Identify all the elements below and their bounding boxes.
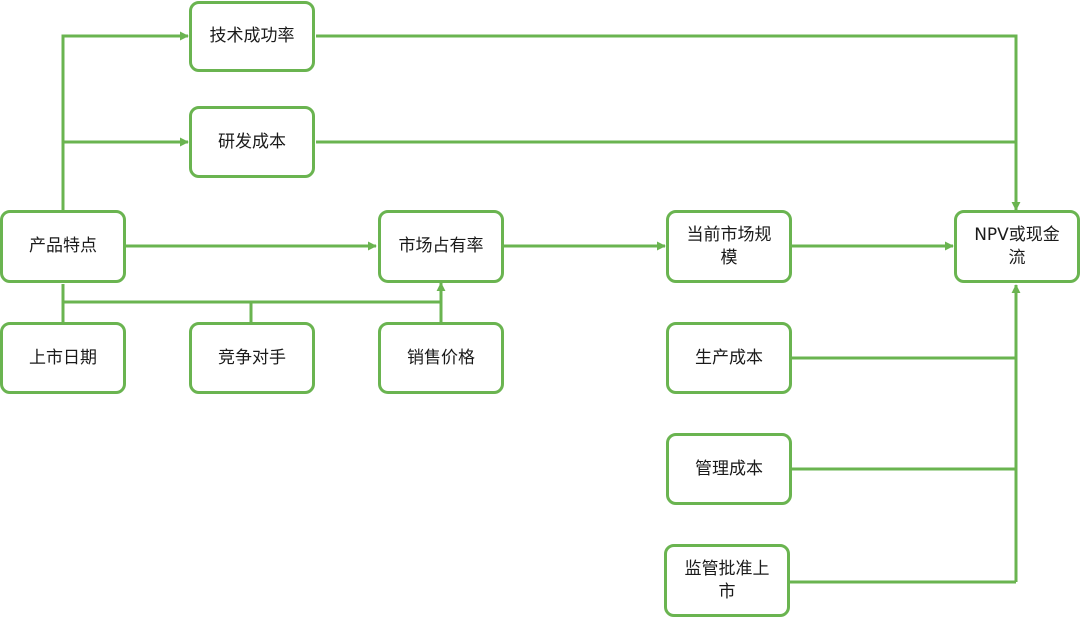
node-rd-cost-label: 研发成本 xyxy=(218,131,286,152)
node-launch-date-label: 上市日期 xyxy=(29,347,97,368)
edge-features-to-tech-success xyxy=(61,31,189,212)
node-production-cost-label: 生产成本 xyxy=(695,347,763,368)
node-competitors-label: 竞争对手 xyxy=(218,347,286,368)
node-sales-price-label: 销售价格 xyxy=(407,347,475,368)
node-launch-date: 上市日期 xyxy=(0,322,126,394)
node-current-market-size-label: 当前市场规模 xyxy=(686,224,772,268)
node-tech-success-rate: 技术成功率 xyxy=(189,1,315,72)
node-rd-cost: 研发成本 xyxy=(189,106,315,178)
node-current-market-size: 当前市场规模 xyxy=(666,210,792,283)
edge-tech-success-to-npv xyxy=(316,34,1021,211)
node-sales-price: 销售价格 xyxy=(378,322,504,394)
node-market-share: 市场占有率 xyxy=(378,210,504,283)
node-management-cost: 管理成本 xyxy=(666,433,792,505)
node-management-cost-label: 管理成本 xyxy=(695,458,763,479)
node-npv-cash-flow: NPV或现金流 xyxy=(954,210,1080,283)
node-market-share-label: 市场占有率 xyxy=(398,236,484,256)
node-competitors: 竞争对手 xyxy=(189,322,315,394)
node-regulatory-approval-label: 监管批准上市 xyxy=(684,558,770,602)
node-production-cost: 生产成本 xyxy=(666,322,792,394)
node-product-features: 产品特点 xyxy=(0,210,126,283)
node-npv-cash-flow-label: NPV或现金流 xyxy=(974,224,1060,268)
node-regulatory-approval: 监管批准上市 xyxy=(664,544,790,617)
node-tech-success-rate-label: 技术成功率 xyxy=(209,26,295,46)
node-product-features-label: 产品特点 xyxy=(29,236,97,256)
